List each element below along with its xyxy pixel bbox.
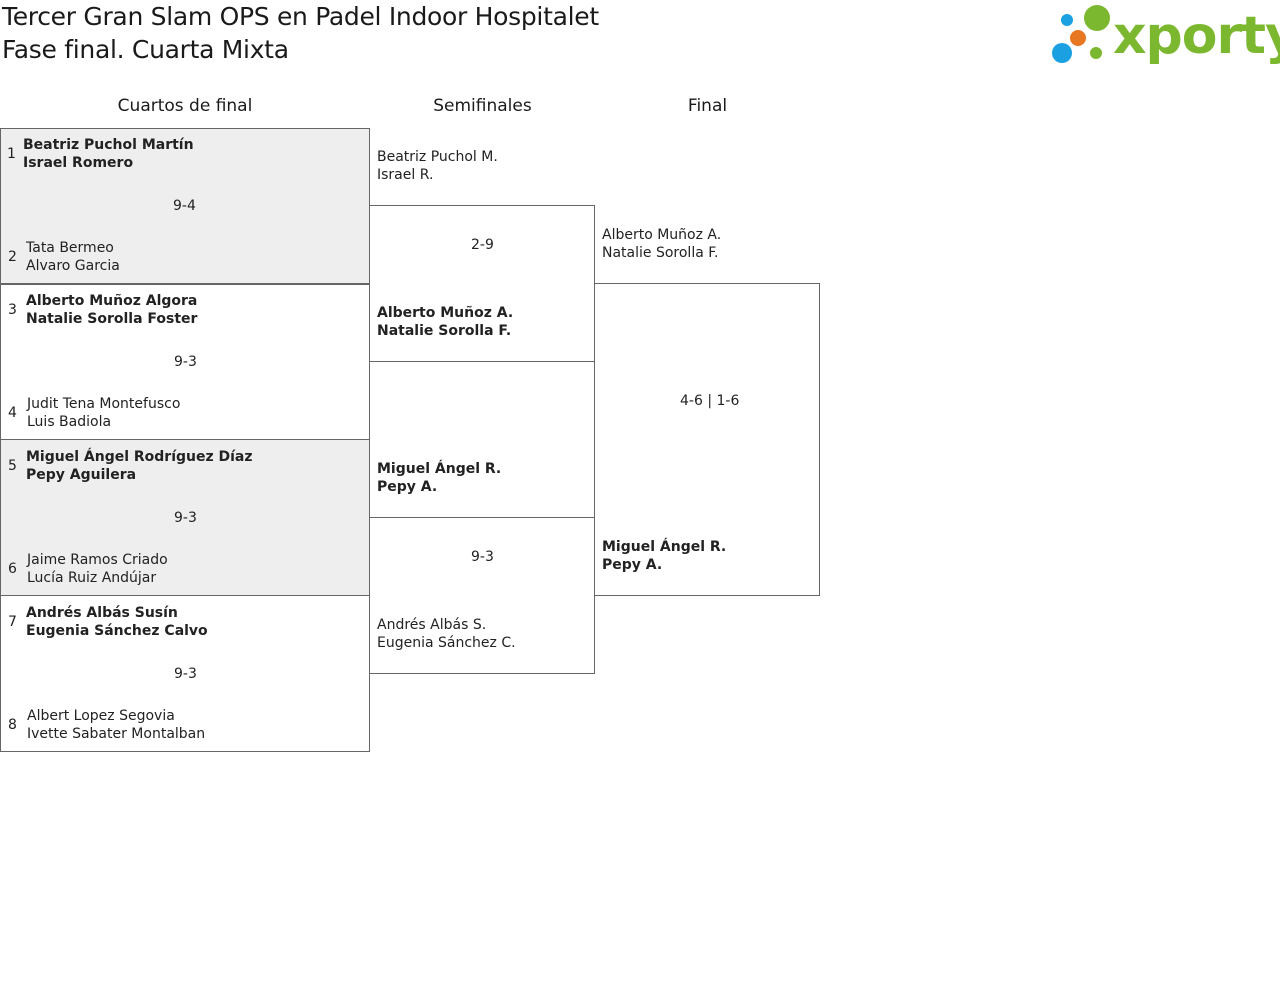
quarterfinal-match-3: 5 Miguel Ángel Rodríguez Díaz Pepy Aguil… xyxy=(0,439,370,596)
round-header-quarterfinals: Cuartos de final xyxy=(117,96,253,116)
quarterfinal-match-1: 1 Beatriz Puchol Martín Israel Romero 9-… xyxy=(0,128,370,285)
player-name: Miguel Ángel Rodríguez Díaz xyxy=(26,449,253,465)
player-name: Alberto Muñoz A. xyxy=(377,305,514,321)
player-name: Tata Bermeo xyxy=(26,240,114,256)
player-name: Jaime Ramos Criado xyxy=(27,552,168,568)
player-name: Miguel Ángel R. xyxy=(602,539,727,555)
player-name: Pepy A. xyxy=(602,557,663,573)
final-match: 4-6 | 1-6 Miguel Ángel R. Pepy A. xyxy=(594,283,820,596)
player-name: Judit Tena Montefusco xyxy=(27,396,181,412)
player-name: Andrés Albás Susín xyxy=(26,605,178,621)
page-title: Tercer Gran Slam OPS en Padel Indoor Hos… xyxy=(2,2,599,31)
page-subtitle: Fase final. Cuarta Mixta xyxy=(2,35,289,64)
match-score: 4-6 | 1-6 xyxy=(680,393,740,409)
seed-number: 5 xyxy=(8,458,17,474)
player-name: Israel Romero xyxy=(23,155,134,171)
semifinal-match-2: 9-3 Andrés Albás S. Eugenia Sánchez C. xyxy=(369,517,595,674)
player-name: Pepy Aguilera xyxy=(26,467,137,483)
player-name: Eugenia Sánchez C. xyxy=(377,635,516,651)
player-name: Beatriz Puchol M. xyxy=(377,149,498,165)
seed-number: 2 xyxy=(8,249,17,265)
player-name: Lucía Ruiz Andújar xyxy=(27,570,157,586)
xporty-logo-icon xyxy=(1052,5,1110,63)
match-score: 9-4 xyxy=(173,198,196,214)
seed-number: 1 xyxy=(7,146,16,162)
seed-number: 6 xyxy=(8,561,17,577)
player-name: Luis Badiola xyxy=(27,414,112,430)
player-name: Andrés Albás S. xyxy=(377,617,487,633)
player-name: Pepy A. xyxy=(377,479,438,495)
player-name: Albert Lopez Segovia xyxy=(27,708,175,724)
player-name: Israel R. xyxy=(377,167,434,183)
quarterfinal-match-4: 7 Andrés Albás Susín Eugenia Sánchez Cal… xyxy=(0,595,370,752)
seed-number: 7 xyxy=(8,614,17,630)
semifinal-match-1: 2-9 Alberto Muñoz A. Natalie Sorolla F. xyxy=(369,205,595,362)
player-name: Ivette Sabater Montalban xyxy=(27,726,206,742)
player-name: Natalie Sorolla Foster xyxy=(26,311,198,327)
player-name: Beatriz Puchol Martín xyxy=(23,137,194,153)
match-score: 9-3 xyxy=(174,666,197,682)
round-header-semifinals: Semifinales xyxy=(433,96,532,116)
round-header-final: Final xyxy=(687,96,728,116)
player-name: Miguel Ángel R. xyxy=(377,461,502,477)
match-score: 9-3 xyxy=(471,549,494,565)
player-name: Natalie Sorolla F. xyxy=(377,323,512,339)
seed-number: 3 xyxy=(8,302,17,318)
quarterfinal-match-2: 3 Alberto Muñoz Algora Natalie Sorolla F… xyxy=(0,283,370,440)
player-name: Alvaro Garcia xyxy=(26,258,120,274)
player-name: Natalie Sorolla F. xyxy=(602,245,719,261)
match-score: 9-3 xyxy=(174,510,197,526)
xporty-logo-text: xporty xyxy=(1113,6,1280,66)
seed-number: 4 xyxy=(8,405,17,421)
match-score: 9-3 xyxy=(174,354,197,370)
seed-number: 8 xyxy=(8,717,17,733)
match-score: 2-9 xyxy=(471,237,494,253)
player-name: Eugenia Sánchez Calvo xyxy=(26,623,208,639)
player-name: Alberto Muñoz Algora xyxy=(26,293,198,309)
player-name: Alberto Muñoz A. xyxy=(602,227,722,243)
